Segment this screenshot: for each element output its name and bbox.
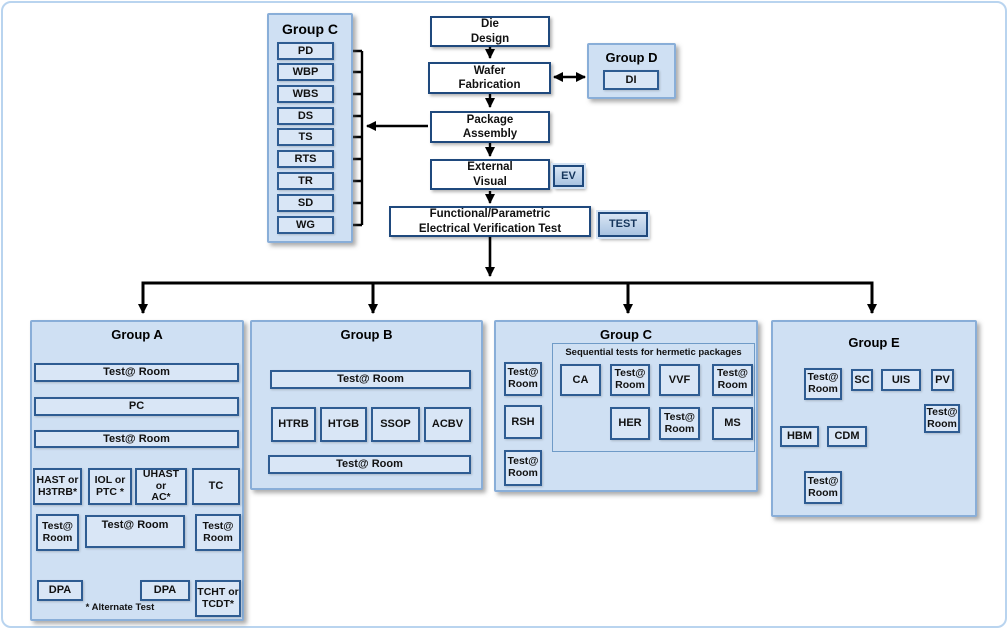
panel-group-d-title: Group D <box>605 50 658 65</box>
node-b-test-room-2: Test@ Room <box>268 455 471 474</box>
node-c-test-room-r1: Test@ Room <box>610 364 650 396</box>
node-wbp: WBP <box>277 63 334 81</box>
node-a-dpa-2: DPA <box>140 580 190 601</box>
node-wbs: WBS <box>277 85 334 103</box>
node-a-iol: IOL or PTC * <box>88 468 132 505</box>
node-pd: PD <box>277 42 334 60</box>
node-e-test-room-bottom: Test@ Room <box>804 471 842 504</box>
sequential-tests-box: Sequential tests for hermetic packages <box>552 343 755 452</box>
node-b-htrb: HTRB <box>271 407 316 442</box>
node-di: DI <box>603 70 659 90</box>
panel-group-e-title: Group E <box>848 335 900 350</box>
sequential-tests-caption: Sequential tests for hermetic packages <box>565 347 742 358</box>
node-functional-test: Functional/Parametric Electrical Verific… <box>389 206 591 237</box>
node-a-test-room-4: Test@ Room <box>85 515 185 548</box>
node-a-tc: TC <box>192 468 240 505</box>
node-e-uis: UIS <box>881 369 921 391</box>
panel-group-b-title: Group B <box>340 327 393 342</box>
node-e-hbm: HBM <box>780 426 819 447</box>
node-a-test-room-3: Test@ Room <box>36 514 79 551</box>
node-a-test-room-5: Test@ Room <box>195 514 241 551</box>
node-sd: SD <box>277 194 334 212</box>
node-c-her: HER <box>610 407 650 440</box>
panel-group-a-title: Group A <box>111 327 163 342</box>
node-a-test-room-2: Test@ Room <box>34 430 239 448</box>
node-wg: WG <box>277 216 334 234</box>
node-a-hast: HAST or H3TRB* <box>33 468 82 505</box>
node-tr: TR <box>277 172 334 190</box>
node-b-test-room-1: Test@ Room <box>270 370 471 389</box>
node-e-sc: SC <box>851 369 873 391</box>
node-a-uhast: UHAST or AC* <box>135 468 187 505</box>
note-alternate-test: * Alternate Test <box>85 602 155 613</box>
tag-test: TEST <box>598 212 648 237</box>
node-a-dpa-1: DPA <box>37 580 83 601</box>
tag-ev: EV <box>553 165 584 187</box>
node-c-test-room-r2: Test@ Room <box>712 364 753 396</box>
node-c-ca: CA <box>560 364 601 396</box>
node-b-htgb: HTGB <box>320 407 367 442</box>
panel-group-c-top-title: Group C <box>282 21 338 37</box>
node-c-rsh: RSH <box>504 405 542 439</box>
node-c-vvf: VVF <box>659 364 700 396</box>
node-external-visual: External Visual <box>430 159 550 190</box>
node-c-test-room-left-2: Test@ Room <box>504 450 542 486</box>
node-die-design: Die Design <box>430 16 550 47</box>
node-c-ms: MS <box>712 407 753 440</box>
node-e-test-room-top: Test@ Room <box>804 368 842 400</box>
node-a-test-room-1: Test@ Room <box>34 363 239 382</box>
node-ts: TS <box>277 128 334 146</box>
node-rts: RTS <box>277 150 334 168</box>
node-b-acbv: ACBV <box>424 407 471 442</box>
node-a-tcht: TCHT or TCDT* <box>195 580 241 617</box>
node-e-cdm: CDM <box>827 426 867 447</box>
node-a-pc: PC <box>34 397 239 416</box>
node-c-test-room-r3: Test@ Room <box>659 407 700 440</box>
node-e-test-room-pv: Test@ Room <box>924 404 960 433</box>
panel-group-c-bottom-title: Group C <box>600 327 652 342</box>
node-package-assembly: Package Assembly <box>430 111 550 143</box>
node-c-test-room-left-1: Test@ Room <box>504 362 542 396</box>
node-wafer-fabrication: Wafer Fabrication <box>428 62 551 94</box>
node-e-pv: PV <box>931 369 954 391</box>
node-b-ssop: SSOP <box>371 407 420 442</box>
node-ds: DS <box>277 107 334 125</box>
